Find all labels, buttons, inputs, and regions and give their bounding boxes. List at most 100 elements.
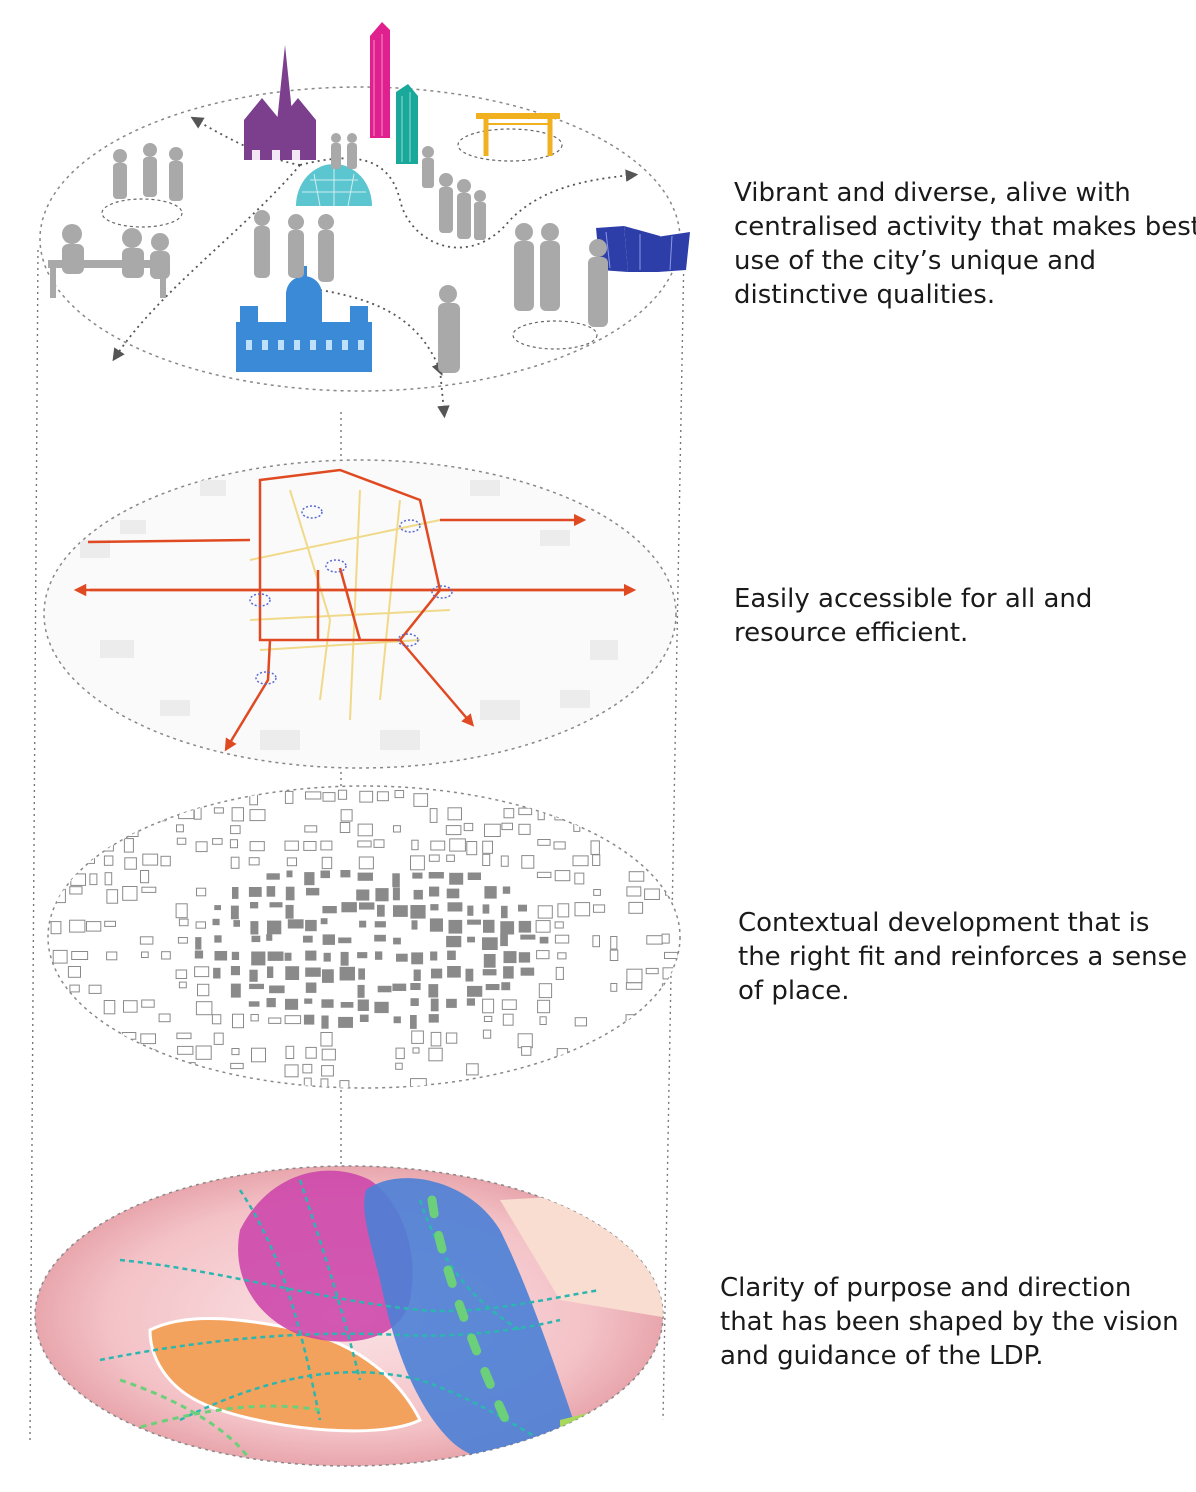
building-block [375,951,383,960]
building-block [357,840,372,848]
building-block [123,1065,137,1077]
building-block [322,792,336,802]
building-block [517,1033,533,1049]
building-block [323,952,331,962]
building-block [104,806,114,820]
building-block [50,921,62,935]
building-block [503,808,515,819]
building-block [89,1063,106,1074]
building-block [374,921,386,928]
building-block [248,857,260,866]
caption-line: that has been shaped by the vision [720,1307,1179,1337]
building-block [413,889,423,900]
building-block [393,825,401,833]
building-block [338,1016,353,1028]
building-block [374,1001,389,1014]
building-block [52,806,66,820]
building-block [428,1047,443,1062]
building-block [321,1065,334,1077]
caption-line: Vibrant and diverse, alive with [734,178,1131,208]
building-block [428,872,444,879]
building-block [53,1013,66,1022]
building-block [485,984,500,991]
building-block [500,934,508,947]
building-block [410,855,425,871]
building-block [214,905,221,911]
building-block [341,902,357,913]
building-block [521,855,535,869]
building-block [447,902,463,912]
building-block [178,918,189,927]
building-block [176,824,184,833]
building-block [140,870,150,884]
city-hall-icon [236,266,372,372]
caption-line: Easily accessible for all and [734,584,1093,614]
building-block [52,949,68,964]
building-block [539,936,549,944]
building-block [359,1014,369,1022]
building-block [52,1000,61,1009]
building-block [574,1017,588,1027]
building-block [664,951,679,960]
layer-spatial-strategy [34,1165,664,1467]
building-block [482,840,494,854]
building-block [303,1014,315,1025]
caption-line: and guidance of the LDP. [720,1341,1044,1371]
building-block [284,1015,302,1025]
building-block [287,919,304,929]
building-block [141,1049,157,1061]
building-block [501,999,517,1010]
building-block [645,1079,662,1088]
building-block [285,1045,295,1060]
building-block [429,918,443,932]
building-block [392,887,400,901]
building-block [175,903,188,919]
building-block [123,805,137,813]
building-block [160,855,171,867]
building-block [249,841,265,852]
building-block [646,807,654,814]
building-block [251,951,266,966]
building-block [140,1033,157,1045]
building-block [428,854,440,862]
building-block [306,887,320,896]
building-block [179,1062,196,1074]
building-block [68,1045,85,1061]
building-block [70,873,87,886]
building-block [410,905,426,919]
building-block [266,873,280,880]
building-block [449,872,464,885]
building-block [67,966,82,978]
building-block [51,1045,64,1054]
building-block [304,998,313,1004]
building-block [500,1078,511,1088]
building-block [322,969,334,983]
building-block [377,985,392,993]
building-block [463,822,474,832]
caption-line: resource efficient. [734,618,969,648]
building-block [140,1062,158,1076]
building-block [573,821,581,832]
building-block [410,1015,417,1029]
building-block [661,1030,674,1039]
building-block [501,905,508,919]
building-block [196,887,207,897]
building-block [357,872,373,881]
building-block [320,1032,333,1047]
building-block [197,983,210,997]
building-block [410,1078,427,1088]
building-block [359,902,375,910]
building-block [466,1063,479,1076]
building-block [303,935,313,943]
building-block [553,841,566,850]
building-block [429,886,440,897]
building-block [69,886,83,895]
building-block [430,951,438,961]
building-block [284,952,292,961]
building-block [177,791,192,799]
building-block [665,824,673,839]
building-block [482,969,497,976]
building-block [284,790,294,804]
building-block [484,823,501,838]
building-block [250,921,259,935]
